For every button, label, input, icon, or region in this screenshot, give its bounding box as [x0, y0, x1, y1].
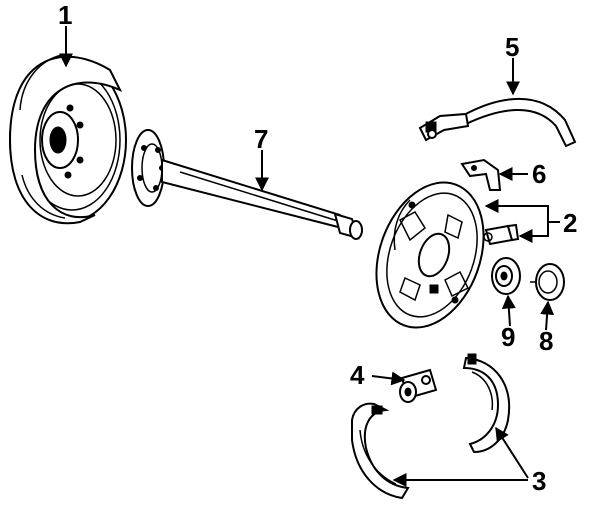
brake-shoe-lower	[351, 402, 410, 500]
callout-9: 9	[501, 322, 515, 352]
callout-2: 2	[563, 208, 577, 238]
brake-hose	[418, 97, 577, 148]
callout-4: 4	[350, 360, 365, 390]
bleeder-fitting	[483, 223, 520, 246]
backing-plate	[375, 181, 485, 329]
axle-shaft	[131, 129, 363, 240]
callout-3: 3	[532, 466, 546, 496]
callout-6: 6	[532, 159, 546, 189]
hose-bracket	[460, 158, 502, 191]
brake-drum	[8, 54, 127, 225]
callout-5: 5	[505, 32, 519, 62]
leader-lines	[59, 26, 560, 487]
callout-7: 7	[254, 124, 268, 154]
axle-seal	[530, 263, 565, 301]
wheel-cylinder	[399, 368, 438, 403]
callout-1: 1	[58, 0, 72, 30]
wheel-bearing	[491, 257, 521, 295]
callout-8: 8	[539, 326, 553, 356]
